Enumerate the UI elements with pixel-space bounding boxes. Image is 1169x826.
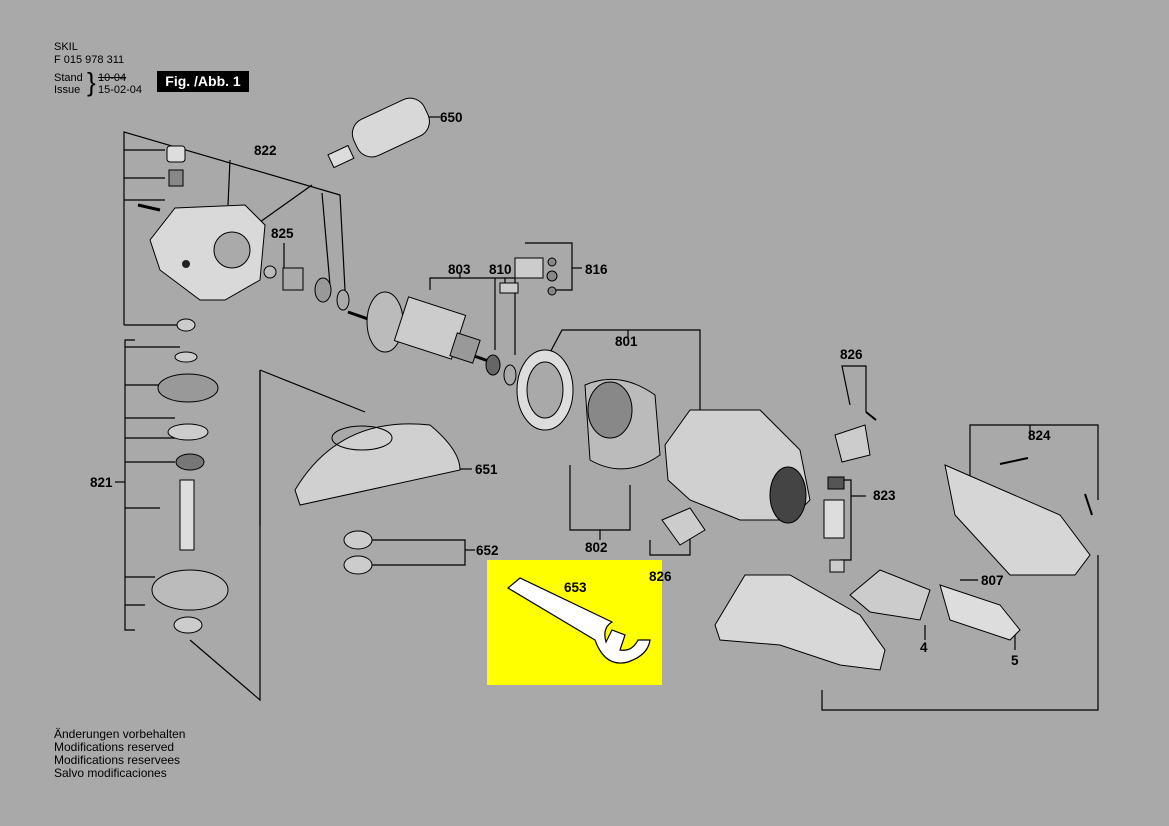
brand-name: SKIL <box>54 41 78 53</box>
label-821: 821 <box>90 475 113 490</box>
pin-spanner-653[interactable] <box>506 577 651 664</box>
armature-803 <box>347 291 517 386</box>
label-816: 816 <box>585 262 608 277</box>
label-802: 802 <box>585 540 608 555</box>
issue-label: Issue <box>54 84 81 96</box>
label-5: 5 <box>1011 653 1019 668</box>
note-en: Modifications reserved <box>54 740 175 754</box>
side-handle-650 <box>327 97 430 169</box>
label-653: 653 <box>564 580 587 595</box>
issue-value: 15-02-04 <box>98 84 143 96</box>
part-826-cap <box>834 424 871 463</box>
bevel-pinion-825 <box>263 265 350 311</box>
motor-housing <box>664 409 811 524</box>
figure-label: Fig. /Abb. 1 <box>157 71 249 92</box>
brush-holder-816 <box>514 257 558 296</box>
note-es: Salvo modificaciones <box>54 766 167 780</box>
label-824: 824 <box>1028 428 1051 443</box>
label-801: 801 <box>615 334 638 349</box>
label-826-bottom: 826 <box>649 569 672 584</box>
label-810: 810 <box>489 262 512 277</box>
label-4: 4 <box>920 640 928 655</box>
label-826-top: 826 <box>840 347 863 362</box>
brush-823 <box>823 499 845 539</box>
label-650: 650 <box>440 110 463 125</box>
rear-cover-824 <box>944 464 1091 576</box>
rear-grip <box>714 574 886 671</box>
stand-label: Stand <box>54 72 83 84</box>
brush-823 <box>827 476 845 490</box>
label-807: 807 <box>981 573 1004 588</box>
part-810 <box>499 282 519 294</box>
document-code: F 015 978 311 <box>54 54 125 66</box>
note-de: Änderungen vorbehalten <box>54 727 186 741</box>
label-803: 803 <box>448 262 471 277</box>
brush-823 <box>829 559 845 573</box>
spindle-assembly-821 <box>151 318 229 634</box>
bracket-821 <box>124 339 135 631</box>
field-801 <box>516 349 661 470</box>
spring-part <box>168 169 184 187</box>
flange-652 <box>343 555 373 575</box>
stand-value: 10-04 <box>98 72 127 84</box>
gear-housing-822 <box>149 204 266 301</box>
note-fr: Modifications reservees <box>54 753 181 767</box>
label-651: 651 <box>475 462 498 477</box>
flange-652 <box>343 530 373 550</box>
label-652: 652 <box>476 543 499 558</box>
label-822: 822 <box>254 143 277 158</box>
label-825: 825 <box>271 226 294 241</box>
label-823: 823 <box>873 488 896 503</box>
screw-part <box>166 145 186 163</box>
screw-part <box>137 203 161 212</box>
wheel-guard-651 <box>294 423 461 506</box>
bracket-822 <box>123 131 346 325</box>
part-826-cover <box>661 507 706 546</box>
brace-glyph: } <box>87 67 96 97</box>
switch-807 <box>849 569 1021 641</box>
